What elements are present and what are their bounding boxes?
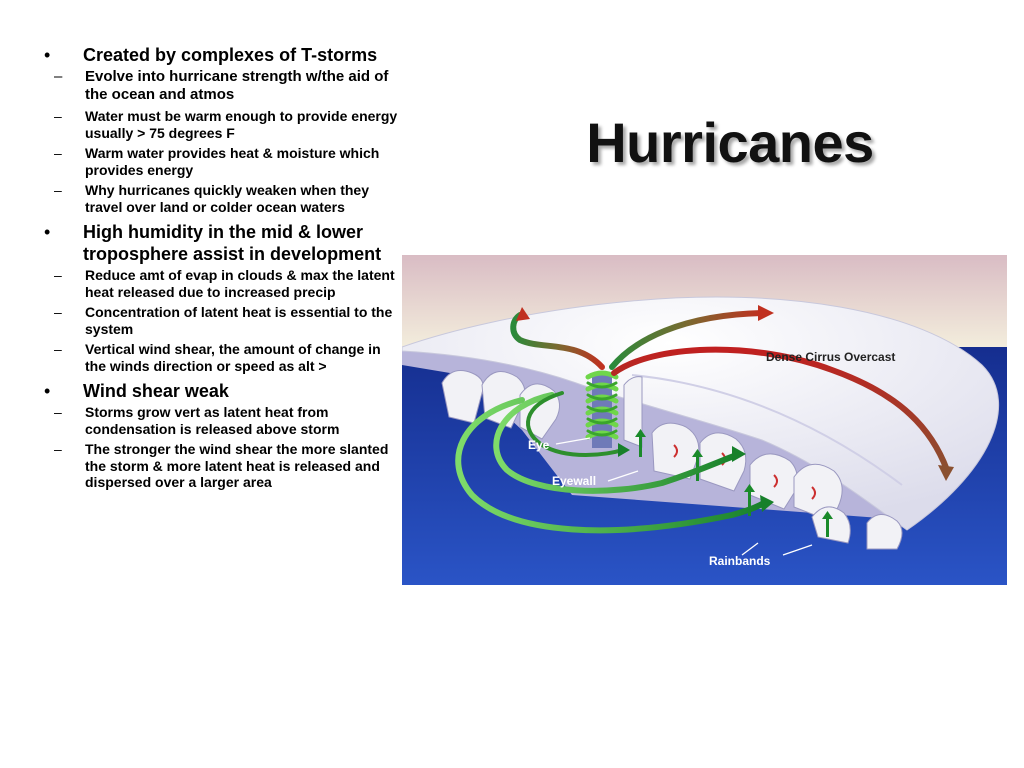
slide-title: Hurricanes xyxy=(586,111,874,174)
sub-bullet-marker: – xyxy=(54,182,62,198)
sub-bullet-text: Vertical wind shear, the amount of chang… xyxy=(85,341,381,374)
sub-bullet-marker: – xyxy=(54,441,62,457)
sub-bullet-list: – Evolve into hurricane strength w/the ai… xyxy=(40,68,402,215)
sub-bullet-item: – Storms grow vert as latent heat from co… xyxy=(40,404,402,437)
sub-bullet-text: Evolve into hurricane strength w/the aid… xyxy=(85,68,389,103)
bullet-text: Wind shear weak xyxy=(83,381,229,401)
sub-bullet-text: Warm water provides heat & moisture whic… xyxy=(85,145,380,178)
bullet-marker: • xyxy=(44,45,51,65)
bullet-text: High humidity in the mid & lower troposp… xyxy=(83,222,382,264)
cirrus-label: Dense Cirrus Overcast xyxy=(766,350,895,364)
eye-column xyxy=(585,370,619,448)
sub-bullet-marker: – xyxy=(54,404,62,420)
hurricane-diagram-svg: Dense Cirrus Overcast Eye Eyewall Rainba… xyxy=(402,255,1007,585)
sub-bullet-marker: – xyxy=(54,304,62,320)
sub-bullet-text: Concentration of latent heat is essentia… xyxy=(85,304,393,337)
sub-bullet-item: – Reduce amt of evap in clouds & max the … xyxy=(40,267,402,300)
sub-bullet-item: – Water must be warm enough to provide en… xyxy=(40,108,402,141)
label-leaders xyxy=(555,437,813,556)
sub-bullet-marker: – xyxy=(54,68,63,85)
sub-bullet-item: – Vertical wind shear, the amount of chan… xyxy=(40,341,402,374)
bullet-text: Created by complexes of T-storms xyxy=(83,45,378,65)
hurricane-diagram: Dense Cirrus Overcast Eye Eyewall Rainba… xyxy=(402,255,1007,585)
bullet-item: • Created by complexes of T-storms xyxy=(40,44,402,66)
sub-bullet-item: – Why hurricanes quickly weaken when they… xyxy=(40,182,402,215)
canopy-shading xyxy=(631,374,903,486)
sub-bullet-text: Water must be warm enough to provide ene… xyxy=(85,108,398,141)
eyewall-label: Eyewall xyxy=(552,474,596,488)
bullet-marker: • xyxy=(44,381,51,401)
sub-bullet-marker: – xyxy=(54,145,62,161)
bullet-item: • Wind shear weak xyxy=(40,380,402,402)
sub-bullet-item: – Warm water provides heat & moisture whi… xyxy=(40,145,402,178)
bullet-item: • High humidity in the mid & lower tropo… xyxy=(40,221,402,265)
sub-bullet-item: – Concentration of latent heat is essenti… xyxy=(40,304,402,337)
rainband-towers xyxy=(441,370,903,550)
sub-bullet-marker: – xyxy=(54,108,62,124)
sub-bullet-text: The stronger the wind shear the more sla… xyxy=(85,441,389,490)
rainbands-label: Rainbands xyxy=(709,554,771,568)
sub-bullet-marker: – xyxy=(54,267,62,283)
bullet-marker: • xyxy=(44,222,51,242)
sub-bullet-item: – The stronger the wind shear the more sl… xyxy=(40,441,402,491)
sub-bullet-marker: – xyxy=(54,341,62,357)
eye-label: Eye xyxy=(528,438,550,452)
inflow-arrowheads xyxy=(618,443,774,512)
outflow-arrows xyxy=(510,310,950,473)
inflow-arrows xyxy=(455,391,767,534)
sub-bullet-text: Storms grow vert as latent heat from con… xyxy=(85,404,340,437)
outflow-arrowheads xyxy=(516,305,954,481)
sub-bullet-item: – Evolve into hurricane strength w/the ai… xyxy=(40,68,402,104)
sub-bullet-text: Why hurricanes quickly weaken when they … xyxy=(85,182,369,215)
sub-bullet-text: Reduce amt of evap in clouds & max the l… xyxy=(85,267,395,300)
sub-bullet-list: – Storms grow vert as latent heat from co… xyxy=(40,404,402,491)
cirrus-canopy xyxy=(402,296,999,531)
sub-bullet-list: – Reduce amt of evap in clouds & max the … xyxy=(40,267,402,374)
bullet-list: • Created by complexes of T-storms – Evol… xyxy=(40,44,402,495)
